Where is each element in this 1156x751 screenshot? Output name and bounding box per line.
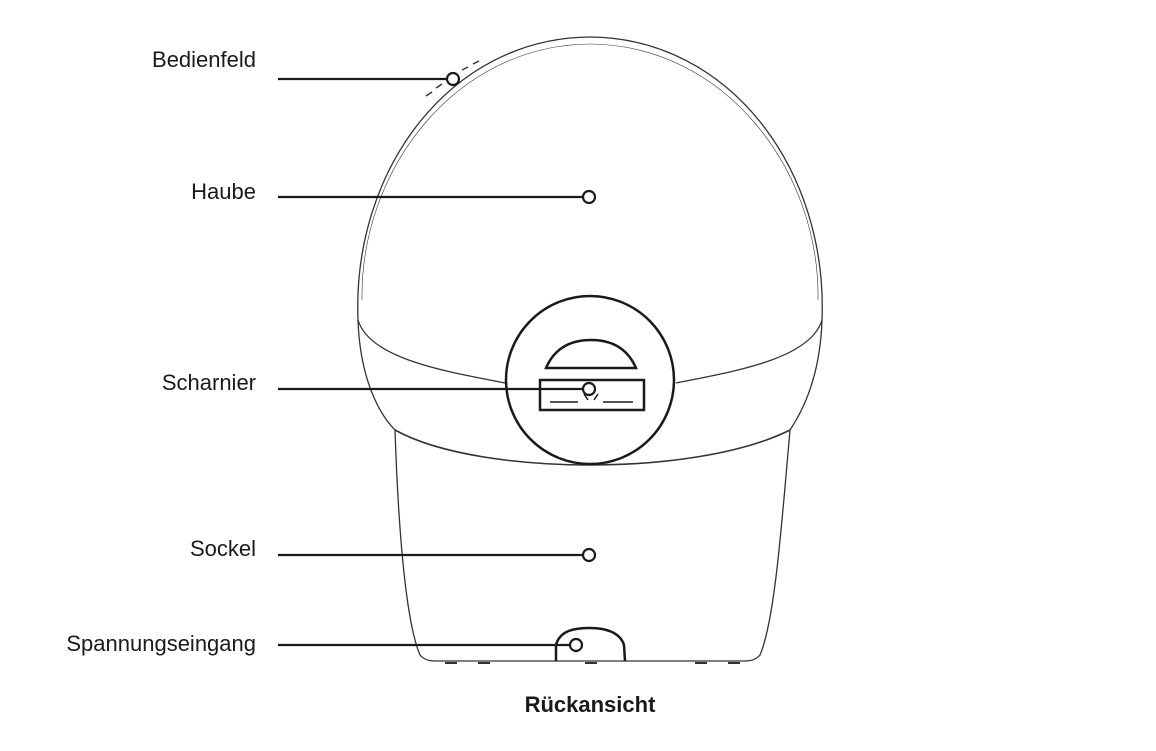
hinge-disc: [504, 294, 676, 466]
power-port: [554, 626, 627, 662]
hood-outline: [357, 36, 823, 321]
hood-seam: [357, 319, 823, 384]
callout-dot: [581, 381, 597, 397]
callout-dot: [581, 547, 597, 563]
label-hood: Haube: [191, 179, 256, 204]
hinge-connector: [538, 378, 646, 412]
callout-dot: [581, 189, 597, 205]
control-panel-buttons: [425, 60, 480, 97]
label-base: Sockel: [189, 536, 256, 561]
hood-inner-edge: [361, 43, 819, 301]
callout-dot: [445, 71, 461, 87]
hinge-connector-detail: [550, 393, 633, 403]
body-side-curves: [357, 319, 823, 431]
label-hinge: Scharnier: [161, 370, 256, 395]
base-outline: [394, 429, 791, 662]
callout-dot: [568, 637, 584, 653]
label-control-panel: Bedienfeld: [152, 47, 256, 72]
label-power-input: Spannungseingang: [66, 631, 256, 656]
base-seam: [394, 429, 791, 466]
view-caption: Rückansicht: [524, 692, 656, 717]
hinge-bump: [544, 338, 638, 370]
